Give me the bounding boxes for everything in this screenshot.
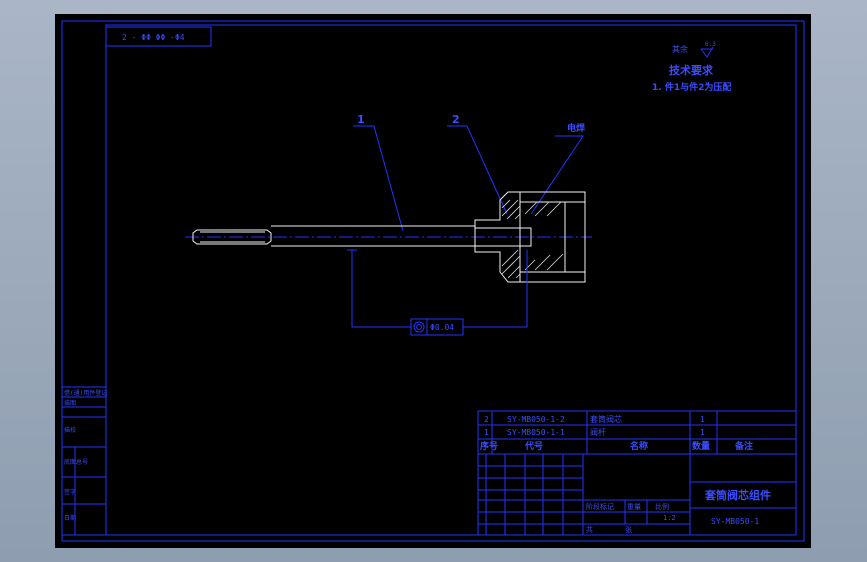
bom-header-name: 名称	[630, 440, 648, 452]
bom-row-1-code: SY-MB050-1-1	[507, 428, 565, 437]
sheet-of: 张	[625, 525, 632, 534]
bom-row-0-index: 2	[484, 415, 489, 424]
bom-row-0-qty: 1	[700, 415, 705, 424]
drawing-number: SY-MB050-1	[711, 517, 759, 526]
leader-line-1	[353, 125, 404, 232]
sheet-label: 共	[586, 525, 593, 534]
section-hatching	[501, 199, 564, 279]
cad-viewport[interactable]: 2 - ΦΦ ΦΦ -Φ4 其余 6.3 技术要求 1. 件1与件2为压配 1 …	[55, 14, 811, 548]
outer-border	[61, 20, 805, 542]
scale-label: 比例	[655, 502, 669, 511]
bom-table: 2 SY-MB050-1-2 套筒阀芯 1 1 SY-MB050-1-1 阀杆 …	[477, 410, 797, 455]
reference-box	[105, 26, 212, 47]
side-label-3: 底图总号	[64, 458, 88, 466]
shaft-part	[192, 225, 476, 247]
reference-label: 2 - ΦΦ ΦΦ -Φ4	[122, 33, 185, 42]
title-block: 套筒阀芯组件 SY-MB050-1 阶段标记 重量 比例 1:2 共 张	[477, 453, 797, 536]
bom-row-1-name: 阀杆	[590, 427, 606, 437]
weight-label: 重量	[627, 503, 641, 511]
bom-row-1-qty: 1	[700, 428, 705, 437]
roughness-symbol-icon	[700, 46, 714, 58]
tolerance-frame	[410, 318, 464, 336]
side-label-1: 描图	[64, 399, 76, 407]
stage-label: 阶段标记	[586, 502, 614, 511]
side-label-5: 日期	[64, 514, 76, 522]
inner-frame	[105, 24, 797, 536]
side-label-2: 描校	[64, 426, 76, 434]
bom-row-1-index: 1	[484, 428, 489, 437]
bom-row-0-code: SY-MB050-1-2	[507, 415, 565, 424]
bom-row-0-name: 套筒阀芯	[590, 414, 622, 424]
balloon-2: 2	[452, 113, 460, 126]
tolerance-value: Φ0.04	[430, 323, 454, 332]
drawing-canvas: 2 - ΦΦ ΦΦ -Φ4 其余 6.3 技术要求 1. 件1与件2为压配 1 …	[61, 20, 805, 542]
weld-leader	[530, 135, 584, 215]
scale-value: 1:2	[663, 514, 676, 522]
tech-requirements-note: 1. 件1与件2为压配	[652, 81, 731, 93]
side-table: 借(通)用件登记 描图 描校 底图总号 签字 日期	[61, 386, 107, 536]
leader-line-2	[447, 125, 508, 215]
concentricity-icon	[413, 321, 425, 333]
roughness-value: 6.3	[705, 41, 716, 48]
bom-header-index: 序号	[480, 440, 498, 452]
datum-leader	[347, 249, 411, 328]
tolerance-leader	[463, 250, 528, 328]
bom-header-qty: 数量	[692, 440, 710, 452]
sleeve-part	[474, 191, 586, 283]
balloon-1: 1	[357, 113, 365, 126]
side-label-4: 签字	[64, 488, 76, 496]
weld-label: 电焊	[567, 122, 585, 134]
roughness-label: 其余	[672, 44, 688, 54]
side-label-0: 借(通)用件登记	[64, 389, 107, 397]
bom-header-note: 备注	[734, 440, 753, 452]
bom-header-code: 代号	[524, 440, 543, 452]
tech-requirements-title: 技术要求	[669, 63, 714, 77]
part-name: 套筒阀芯组件	[705, 488, 771, 502]
